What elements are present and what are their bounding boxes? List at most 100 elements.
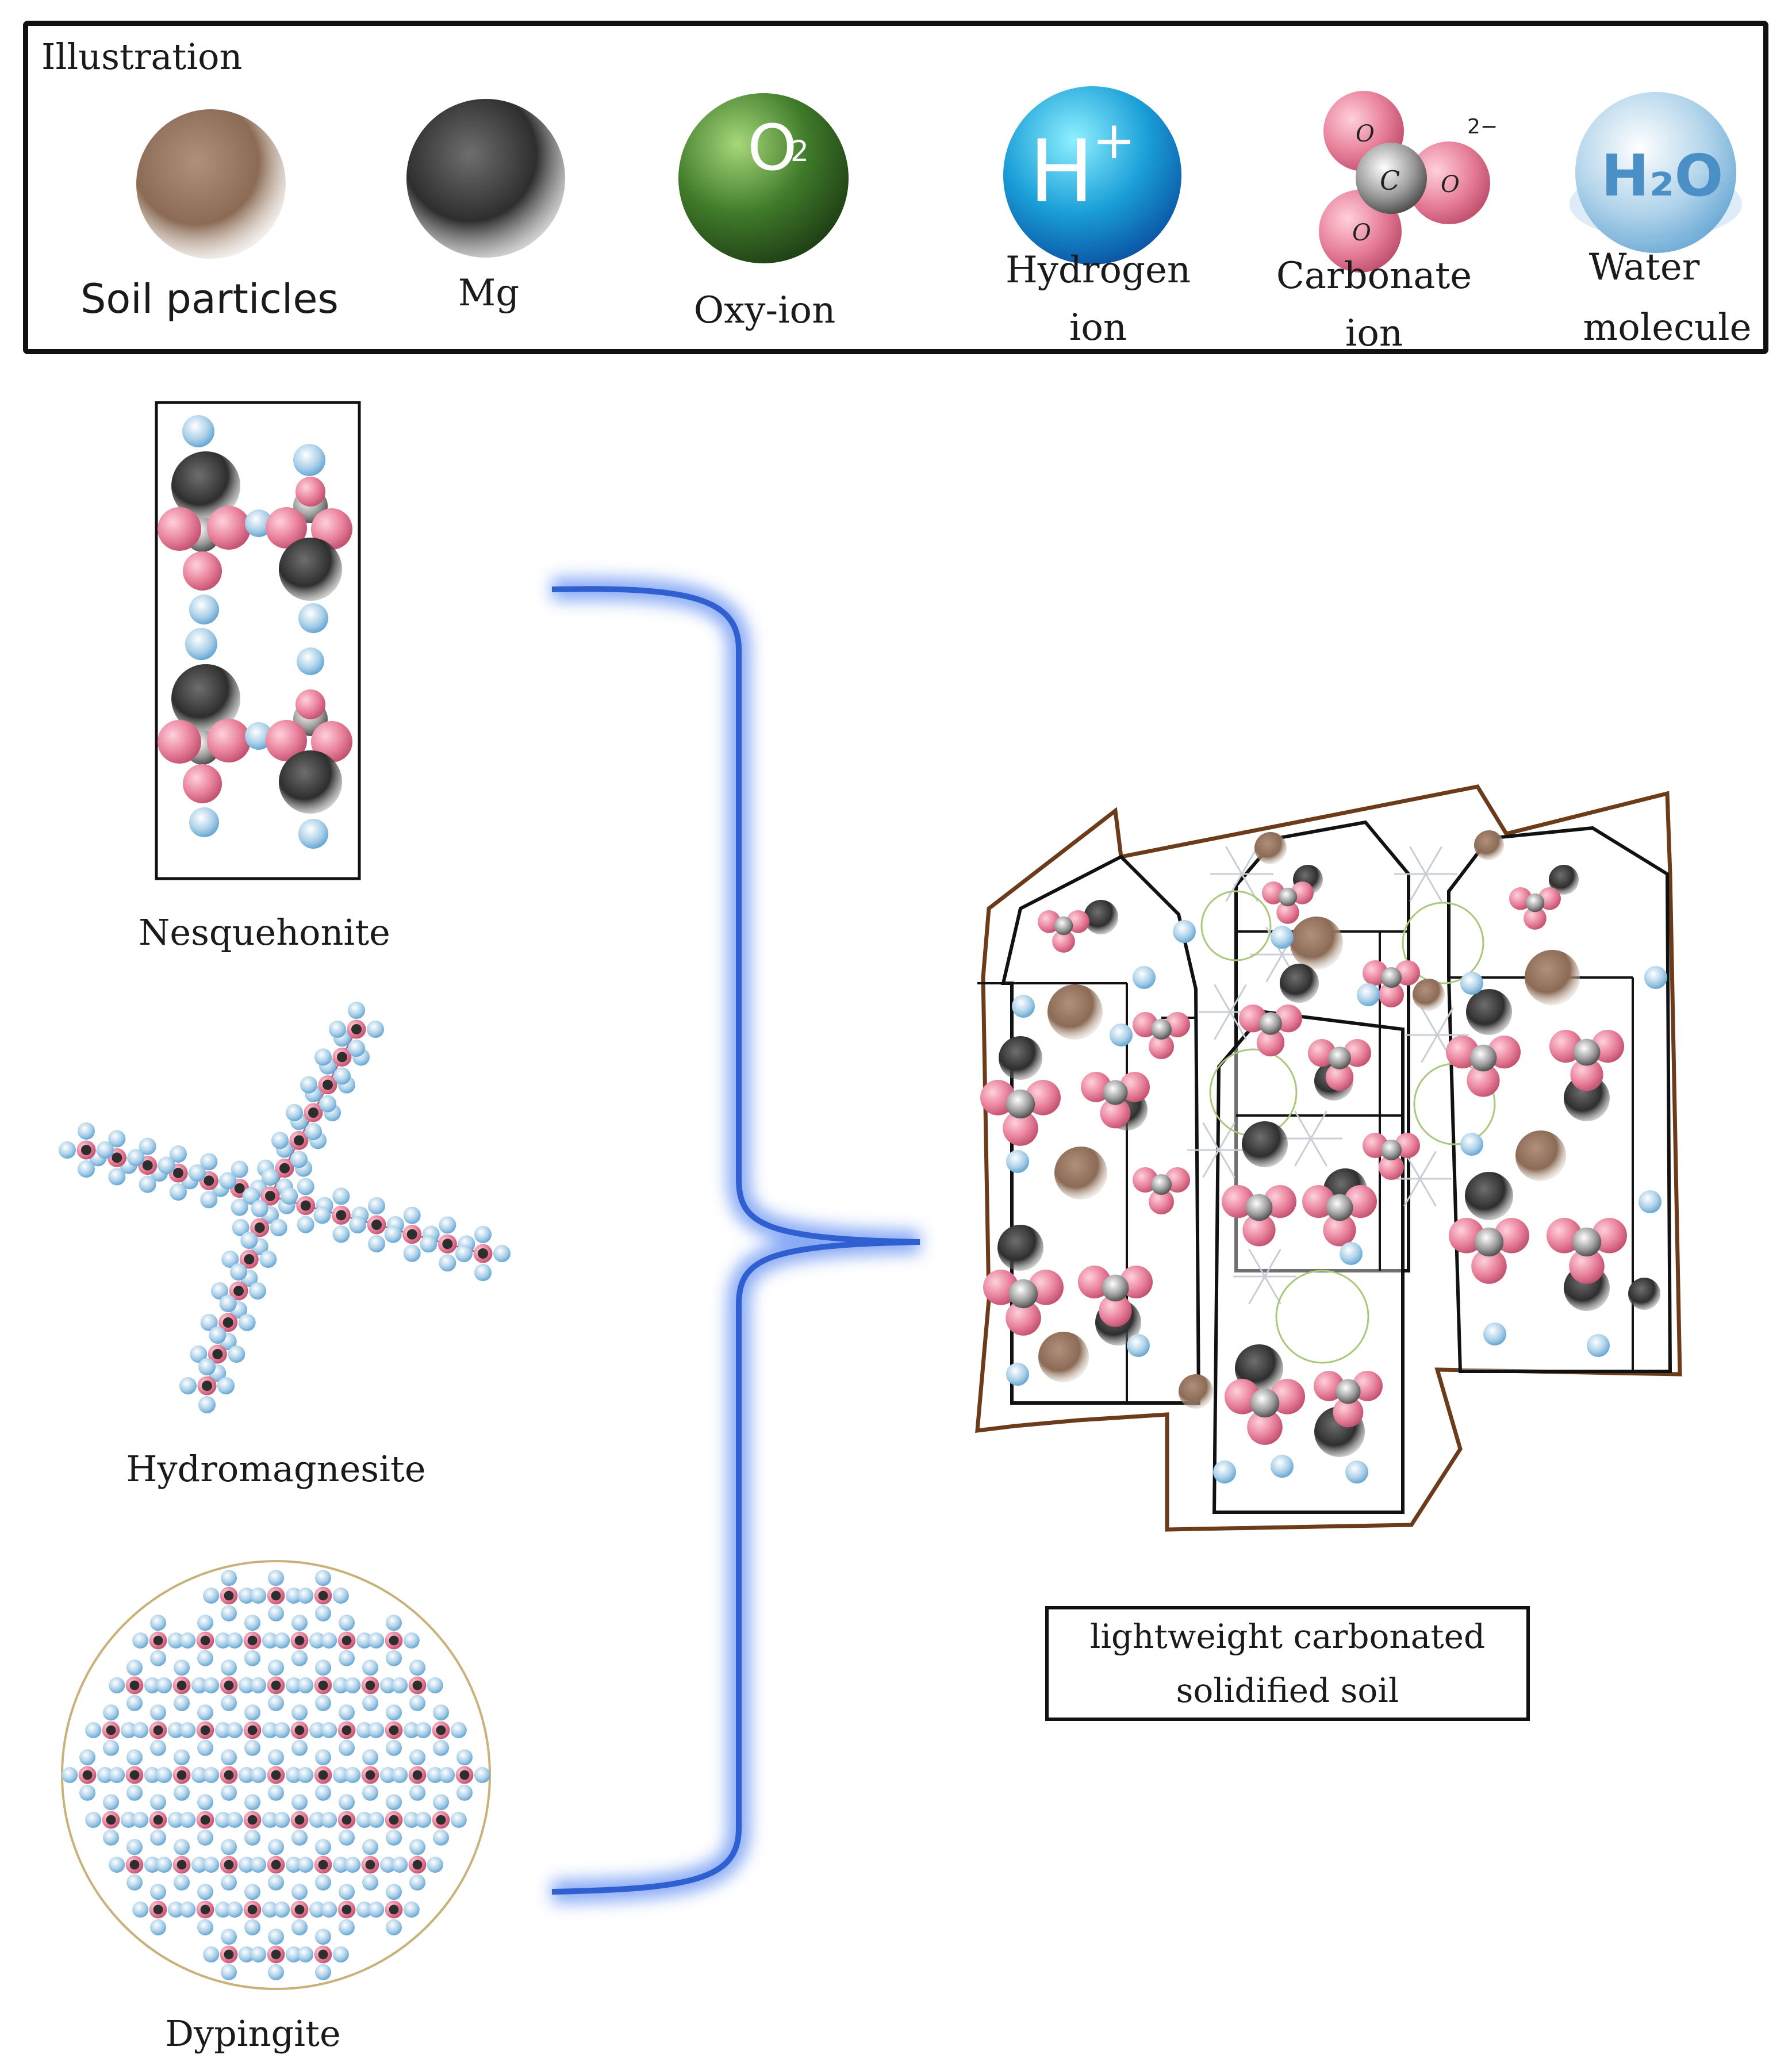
- water-molecule: [150, 1739, 166, 1756]
- carbonate-oxygen: [1247, 1409, 1283, 1445]
- carbonate-carbon: [1525, 893, 1545, 913]
- water-molecule: [1173, 920, 1196, 943]
- water-molecule: [262, 1168, 279, 1186]
- snowflake-crystal: [1265, 954, 1283, 983]
- water-molecule: [379, 1677, 396, 1693]
- carbonate-oxygen: [1524, 907, 1547, 930]
- mg-atom: [271, 1949, 281, 1960]
- water-molecule: [197, 1919, 213, 1935]
- legend-label-water-2: molecule: [1583, 306, 1752, 349]
- water-molecule: [174, 1659, 190, 1676]
- water-molecule: [221, 1839, 237, 1856]
- water-molecule: [379, 1857, 396, 1873]
- water-molecule: [1644, 966, 1667, 989]
- mg-atom: [389, 1725, 399, 1735]
- water-molecule: [356, 1902, 373, 1918]
- water-molecule: [433, 1794, 449, 1811]
- mg-atom: [1280, 964, 1319, 1003]
- carbonate-carbon: [1328, 1046, 1351, 1070]
- water-molecule: [314, 1048, 332, 1066]
- water-molecule: [285, 1857, 302, 1873]
- water-molecule-icon: H₂O: [1570, 92, 1742, 253]
- carbonate-oxygen: [1325, 1063, 1354, 1091]
- carbonate-carbon: [1469, 1044, 1497, 1072]
- mg-atom: [1465, 1172, 1513, 1220]
- water-molecule: [274, 1902, 290, 1918]
- carbonate-carbon: [1336, 1379, 1361, 1404]
- water-molecule: [197, 1739, 213, 1756]
- water-molecule: [108, 1130, 126, 1148]
- snowflake-crystal: [1294, 1138, 1312, 1167]
- water-molecule: [244, 1884, 260, 1900]
- label-hydromagnesite: Hydromagnesite: [126, 1448, 426, 1490]
- snowflake-crystal: [1214, 984, 1231, 1013]
- mg-atom: [153, 1904, 163, 1915]
- carbonate-carbon: [1245, 1194, 1273, 1221]
- water-molecule: [150, 1704, 166, 1721]
- water-molecule: [268, 1839, 284, 1856]
- water-molecule: [190, 1346, 208, 1363]
- water-molecule: [85, 1812, 102, 1828]
- water-molecule: [244, 1615, 260, 1631]
- mg-atom: [176, 1680, 187, 1690]
- water-molecule: [179, 1377, 197, 1394]
- mg-atom: [176, 1770, 187, 1780]
- water-molecule: [221, 1605, 237, 1621]
- water-molecule: [203, 1588, 220, 1604]
- water-molecule: [427, 1677, 443, 1693]
- water-molecule: [285, 1946, 302, 1962]
- mg-atom: [341, 1725, 352, 1735]
- snowflake-crystal: [1264, 1276, 1281, 1305]
- water-molecule: [315, 1929, 331, 1945]
- legend-title: Illustration: [41, 36, 243, 78]
- water-molecule: [150, 1829, 166, 1846]
- water-molecule: [356, 1722, 373, 1738]
- carbonate-carbon: [1278, 887, 1298, 907]
- water-molecule: [200, 1191, 218, 1209]
- water-molecule: [409, 1695, 425, 1711]
- water-molecule: [493, 1245, 511, 1262]
- mg-atom: [1549, 865, 1579, 895]
- oxy-ion-icon: O 2: [678, 93, 849, 263]
- water-molecule: [268, 1605, 284, 1621]
- water-molecule: [285, 1677, 302, 1693]
- water-molecule: [214, 1632, 231, 1649]
- water-molecule: [274, 1812, 290, 1828]
- water-molecule: [191, 1767, 208, 1783]
- water-molecule: [268, 1784, 284, 1801]
- carbonate-oxygen: [1006, 1300, 1041, 1336]
- water-molecule: [439, 1216, 456, 1234]
- water-molecule: [211, 1282, 228, 1300]
- mg-atom: [294, 1815, 305, 1825]
- water-molecule: [368, 1632, 385, 1649]
- water-molecule: [197, 1794, 213, 1811]
- snowflake-crystal: [1421, 1007, 1438, 1036]
- label-nesquehonite: Nesquehonite: [139, 911, 390, 953]
- water-molecule: [403, 1722, 420, 1738]
- water-molecule: [268, 1874, 284, 1891]
- snowflake-crystal: [1310, 1138, 1327, 1167]
- water-molecule: [297, 1767, 314, 1783]
- water-molecule: [1006, 1363, 1029, 1386]
- mg-atom: [1084, 900, 1118, 934]
- water-molecule: [244, 1650, 260, 1666]
- snowflake-crystal: [1264, 1248, 1281, 1277]
- water-molecule: [332, 1225, 350, 1243]
- water-molecule: [348, 1002, 365, 1019]
- water-molecule: [268, 1659, 284, 1676]
- water-molecule: [313, 1206, 331, 1224]
- water-molecule: [332, 1677, 349, 1693]
- water-molecule: [362, 1749, 378, 1766]
- water-molecule: [240, 1232, 258, 1249]
- carbonate-carbon: [1259, 1012, 1282, 1035]
- mg-atom: [323, 1079, 333, 1090]
- mg-atom: [999, 1036, 1042, 1080]
- mg-atom: [365, 1770, 375, 1780]
- hydrogen-ion-charge: +: [1092, 110, 1135, 171]
- carbonate-carbon: [1151, 1174, 1172, 1195]
- water-molecule: [362, 1874, 378, 1891]
- water-molecule: [309, 1722, 325, 1738]
- mg-atom: [254, 1222, 265, 1233]
- carbonate-oxygen: [1149, 1189, 1174, 1214]
- mg-atom: [1628, 1278, 1660, 1310]
